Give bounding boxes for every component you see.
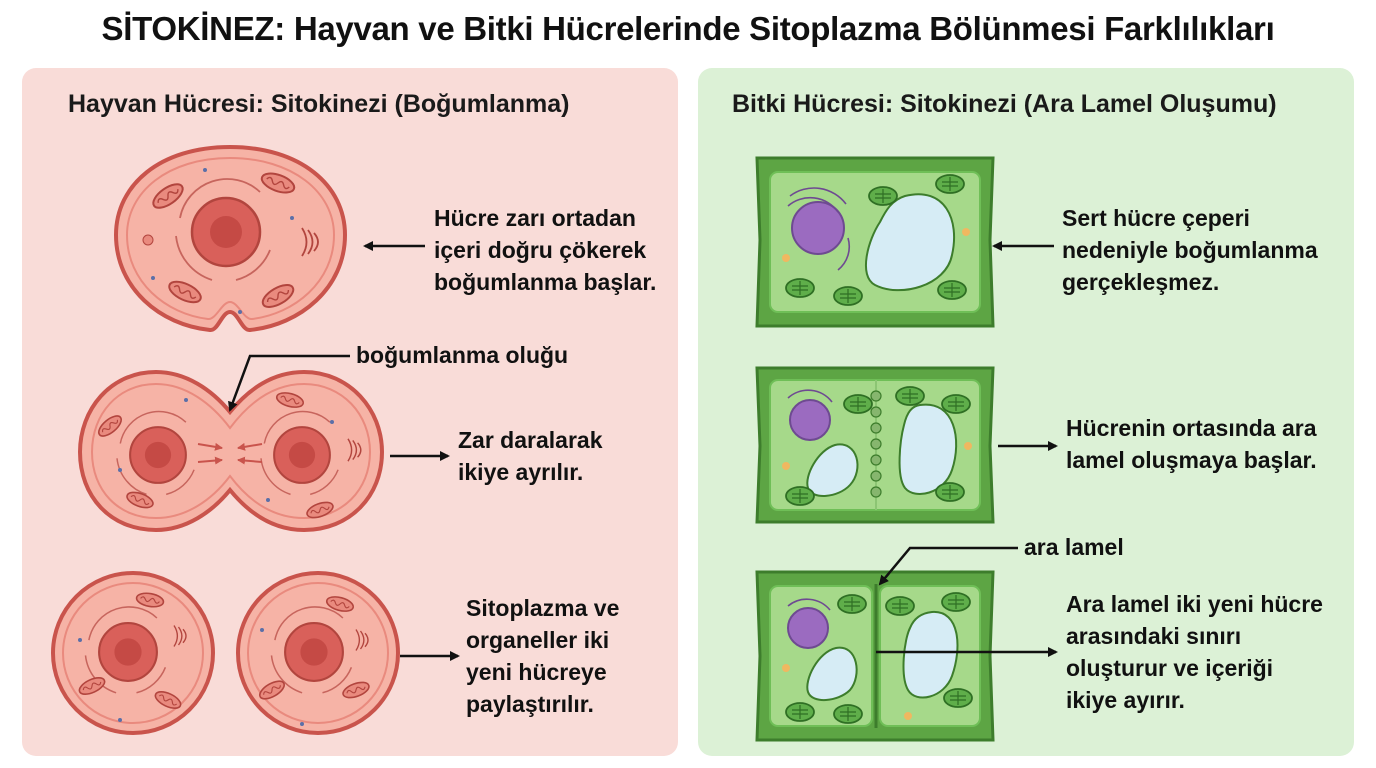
plant-step1-note: Sert hücre çeperi nedeniyle boğumlanma g… (1062, 205, 1318, 295)
animal-step3-note: Sitoplazma ve organeller iki yeni hücrey… (466, 595, 620, 717)
plant-step2-note: Hücrenin ortasında ara lamel oluşmaya ba… (1066, 415, 1317, 473)
animal-cell-1 (113, 144, 348, 332)
furrow-pointer (228, 354, 350, 412)
animal-step2-note: Zar daralarak ikiye ayrılır. (458, 427, 603, 485)
lamella-pointer (878, 546, 1018, 586)
furrow-label: boğumlanma oluğu (356, 342, 569, 368)
animal-daughter-cells (51, 571, 400, 735)
page-title: SİTOKİNEZ: Hayvan ve Bitki Hücrelerinde … (101, 10, 1275, 47)
plant-cell-2 (755, 366, 995, 524)
plant-cell-3 (755, 570, 995, 742)
animal-step1-note: Hücre zarı ortadan içeri doğru çökerek b… (434, 205, 657, 295)
plant-step3-note: Ara lamel iki yeni hücre arasındaki sını… (1066, 591, 1323, 713)
animal-cell-2 (77, 369, 385, 533)
plant-heading: Bitki Hücresi: Sitokinezi (Ara Lamel Olu… (732, 90, 1277, 118)
animal-heading: Hayvan Hücresi: Sitokinezi (Boğumlanma) (68, 90, 570, 118)
plant-cell-1 (755, 156, 995, 328)
lamella-label: ara lamel (1024, 534, 1124, 560)
